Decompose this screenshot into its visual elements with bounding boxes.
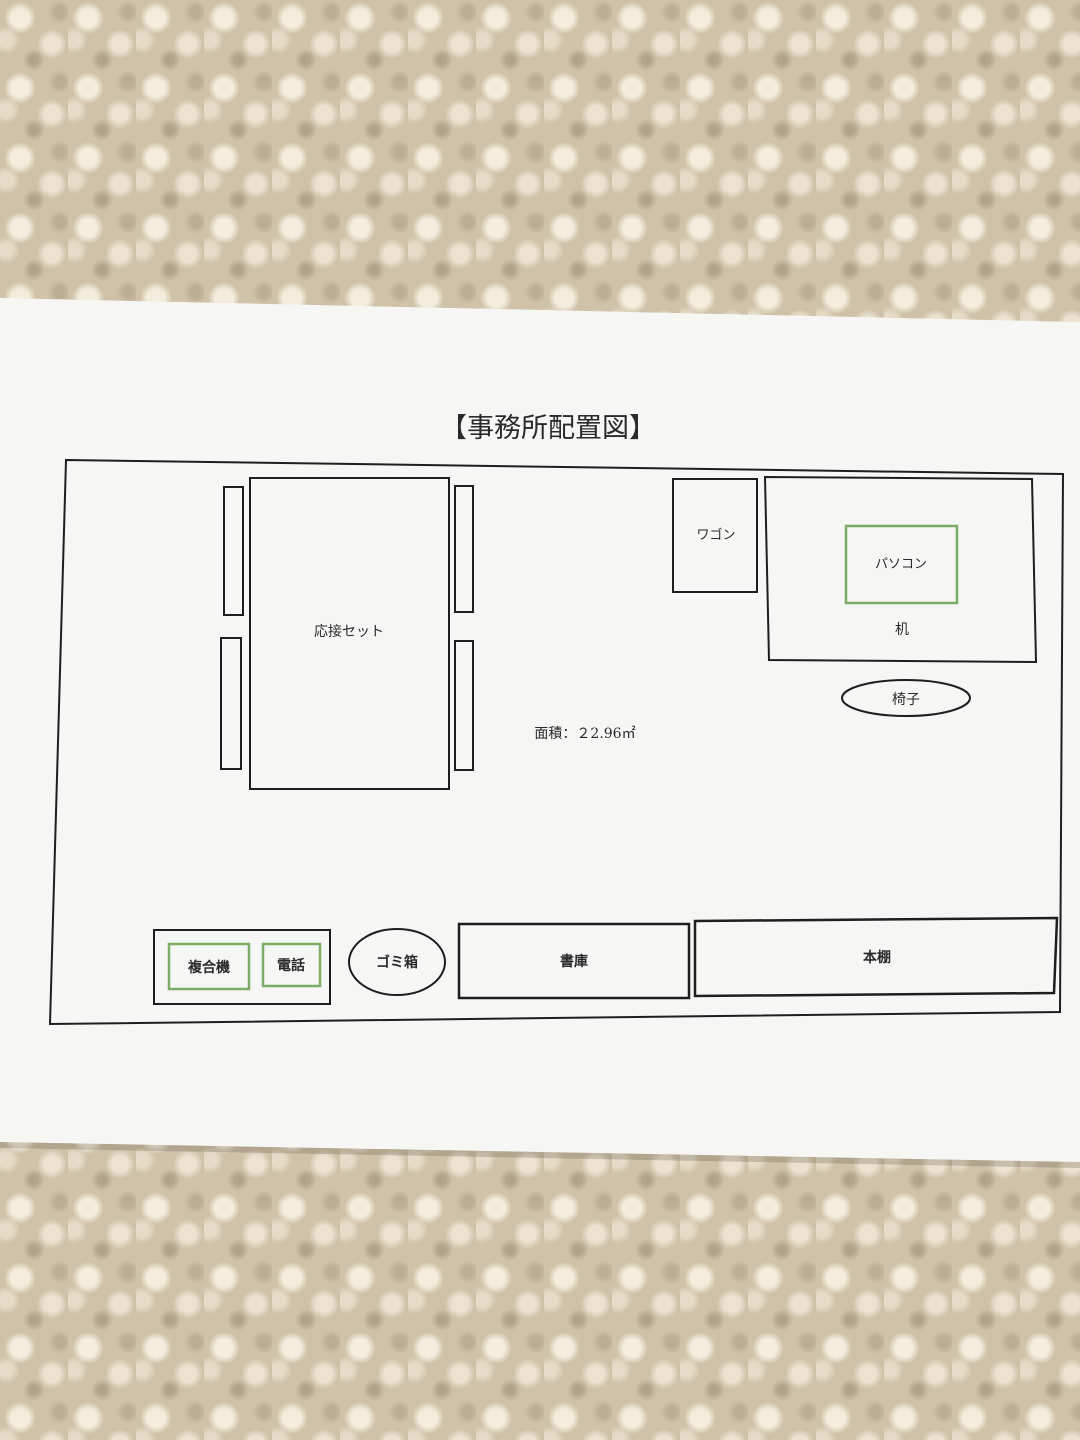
- room-outline: [48, 458, 1065, 1026]
- diagram-title: 【事務所配置図】: [440, 413, 656, 444]
- archive-label: 書庫: [560, 953, 588, 970]
- trash-label: ゴミ箱: [376, 954, 418, 971]
- archive-box: [457, 922, 691, 1000]
- phone-label: 電話: [277, 957, 305, 974]
- bookshelf-box: [693, 916, 1059, 998]
- reception-chair-left-bottom: [220, 637, 242, 770]
- reception-chair-right-top: [454, 485, 474, 613]
- reception-set-table: [249, 477, 450, 790]
- mfp-box: [167, 942, 251, 991]
- mfp-label: 複合機: [187, 959, 230, 976]
- area-label: 面積：２2.96㎡: [534, 726, 635, 742]
- phone-box: [261, 942, 322, 988]
- desk-box: [763, 475, 1038, 664]
- wagon-label: ワゴン: [696, 527, 735, 543]
- reception-set-label: 応接セット: [314, 623, 384, 640]
- pc-box: [844, 524, 959, 605]
- mfp-phone-group: [153, 929, 331, 1005]
- reception-chair-left-top: [223, 486, 244, 616]
- wagon-box: [672, 478, 758, 593]
- desk-label: 机: [895, 622, 909, 638]
- bookshelf-label: 本棚: [863, 949, 891, 966]
- chair-ellipse: [841, 679, 971, 717]
- trash-ellipse: [348, 928, 446, 996]
- chair-label: 椅子: [892, 692, 920, 708]
- pc-label: パソコン: [875, 557, 927, 572]
- paper-sheet: [0, 298, 1080, 1162]
- reception-chair-right-bottom: [454, 640, 474, 771]
- paper-shadow: [0, 1142, 1080, 1168]
